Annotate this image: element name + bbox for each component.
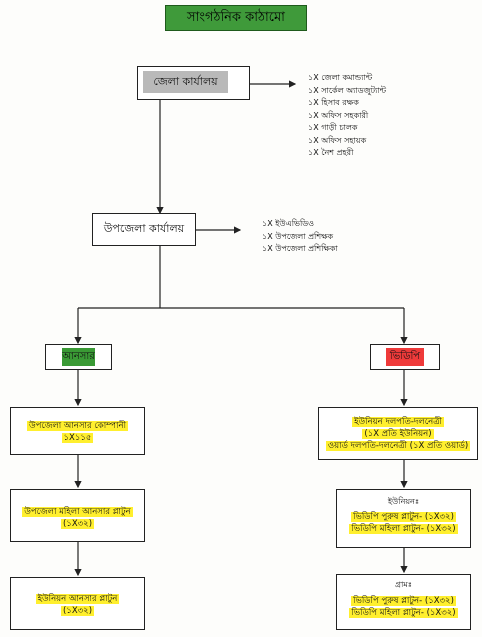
list-item: ১X উপজেলা প্রশিক্ষক (262, 231, 334, 241)
unit-line: ওয়ার্ড দলপতি-দলনেত্রী (১X প্রতি ওয়ার্ড… (325, 441, 471, 451)
unit-heading: গ্রামঃ (394, 580, 413, 589)
page-title: সাংগঠনিক কাঠামো (165, 5, 307, 31)
upazila-staff-list: ১X ইউএভিডিও ১X উপজেলা প্রশিক্ষক ১X উপজেল… (262, 218, 338, 256)
list-item: ১X গাড়ী চালক (308, 123, 358, 132)
unit-line: ইউনিয়ন দলপতি-দলনেত্রী (352, 417, 444, 427)
unit-line: (১X প্রতি ইউনিয়ন) (362, 429, 434, 439)
ansar-unit-women-platoon: উপজেলা মহিলা আনসার প্লাটুন (১X৩২) (10, 489, 145, 542)
district-office-box: জেলা কার্যালয় (137, 66, 250, 100)
list-item: ১X উপজেলা প্রশিক্ষিকা (262, 244, 338, 253)
vdp-unit-leaders: ইউনিয়ন দলপতি-দলনেত্রী (১X প্রতি ইউনিয়ন… (318, 407, 478, 460)
unit-line: ভিডিপি পুরুষ প্লাটুন- (১X৩২) (351, 596, 456, 606)
ansar-unit-company: উপজেলা আনসার কোম্পানী ১X১১৫ (10, 407, 145, 455)
unit-line: ভিডিপি পুরুষ প্লাটুন- (১X৩২) (351, 512, 456, 522)
list-item: ১X জেলা কমান্ড্যান্ট (308, 73, 373, 82)
unit-line: (১X৩২) (60, 606, 95, 616)
district-staff-list: ১X জেলা কমান্ড্যান্ট ১X সার্কেল অ্যাডজুট… (308, 72, 386, 160)
unit-line: ভিডিপি মহিলা প্লাটুন- (১X৩২) (349, 524, 458, 534)
list-item: ১X ইউএভিডিও (262, 219, 315, 228)
unit-line: ইউনিয়ন আনসার প্লাটুন (35, 594, 120, 604)
unit-line: উপজেলা মহিলা আনসার প্লাটুন (22, 507, 133, 517)
list-item: ১X সার্কেল অ্যাডজুট্যান্ট (308, 85, 387, 95)
unit-line: উপজেলা আনসার কোম্পানী (26, 421, 129, 431)
vdp-header-box: ভিডিপি (370, 344, 440, 370)
vdp-unit-union: ইউনিয়নঃ ভিডিপি পুরুষ প্লাটুন- (১X৩২) ভি… (336, 489, 471, 548)
ansar-header-label: আনসার (62, 348, 95, 366)
list-item: ১X অফিস সহায়ক (308, 135, 367, 145)
list-item: ১X অফিস সহকারী (308, 110, 369, 120)
list-item: ১X নৈশ প্রহরী (308, 148, 354, 157)
list-item: ১X হিসাব রক্ষক (308, 98, 359, 107)
unit-heading: ইউনিয়নঃ (387, 497, 420, 506)
unit-line: (১X৩২) (60, 519, 95, 529)
district-office-label: জেলা কার্যালয় (143, 71, 228, 93)
upazila-office-label: উপজেলা কার্যালয় (96, 218, 192, 240)
vdp-unit-village: গ্রামঃ ভিডিপি পুরুষ প্লাটুন- (১X৩২) ভিডি… (336, 574, 471, 630)
unit-line: ভিডিপি মহিলা প্লাটুন- (১X৩২) (349, 608, 458, 618)
upazila-office-box: উপজেলা কার্যালয় (92, 213, 196, 246)
ansar-header-box: আনসার (45, 344, 112, 370)
ansar-unit-union-platoon: ইউনিয়ন আনসার প্লাটুন (১X৩২) (10, 577, 145, 630)
unit-line: ১X১১৫ (61, 433, 94, 443)
vdp-header-label: ভিডিপি (386, 348, 424, 366)
